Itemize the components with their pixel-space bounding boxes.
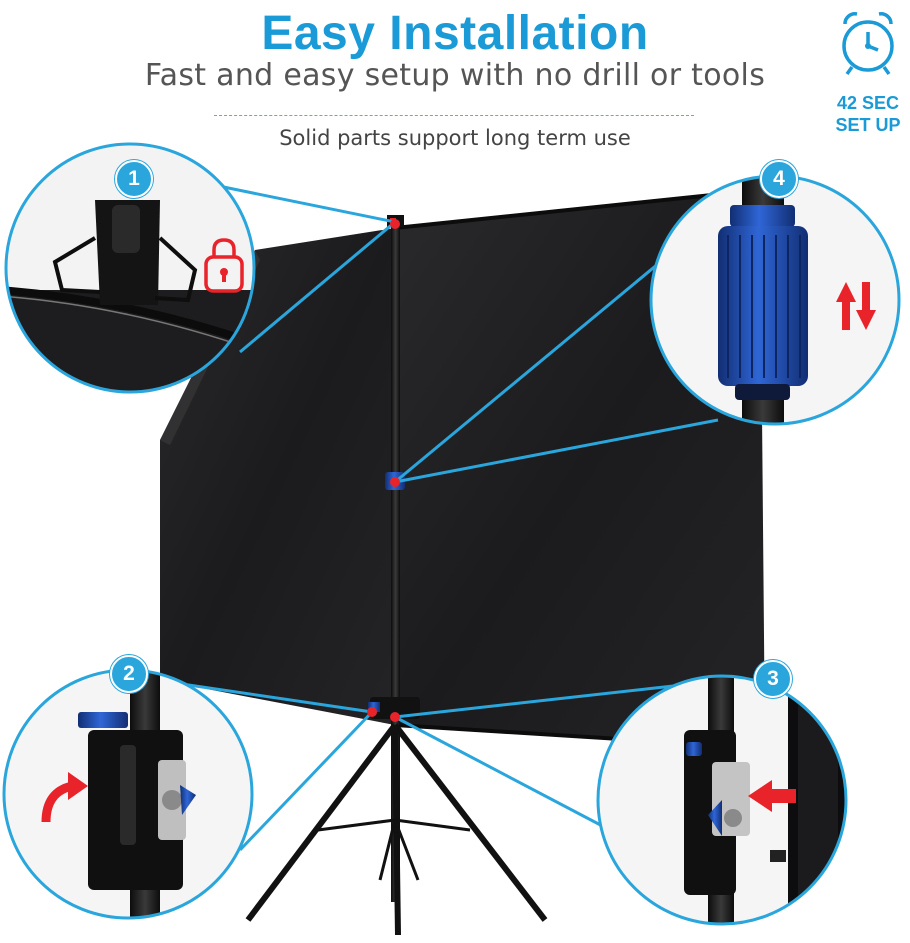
marker-dots [367,219,400,722]
up-down-arrows-icon [836,282,876,330]
tripod-stand [245,215,548,936]
callout-number-3: 3 [754,660,792,698]
detail-circle-4 [649,174,901,426]
setup-time-badge: 42 SEC SET UP [828,92,908,136]
tagline: Solid parts support long term use [279,126,631,150]
setup-time-label: SET UP [835,115,901,135]
dashed-divider [214,115,694,116]
page-title: Easy Installation [261,7,649,60]
detail-circle-3 [596,674,848,926]
setup-time-value: 42 SEC [836,93,900,113]
page-subtitle: Fast and easy setup with no drill or too… [144,58,766,93]
alarm-clock-icon [842,12,894,76]
padlock-icon [204,238,244,293]
curved-arrow-icon [41,772,88,823]
left-arrow-icon [748,780,796,812]
callout-number-2: 2 [110,655,148,693]
callout-number-4: 4 [760,160,798,198]
detail-circle-2 [2,668,254,920]
callout-number-1: 1 [115,160,153,198]
